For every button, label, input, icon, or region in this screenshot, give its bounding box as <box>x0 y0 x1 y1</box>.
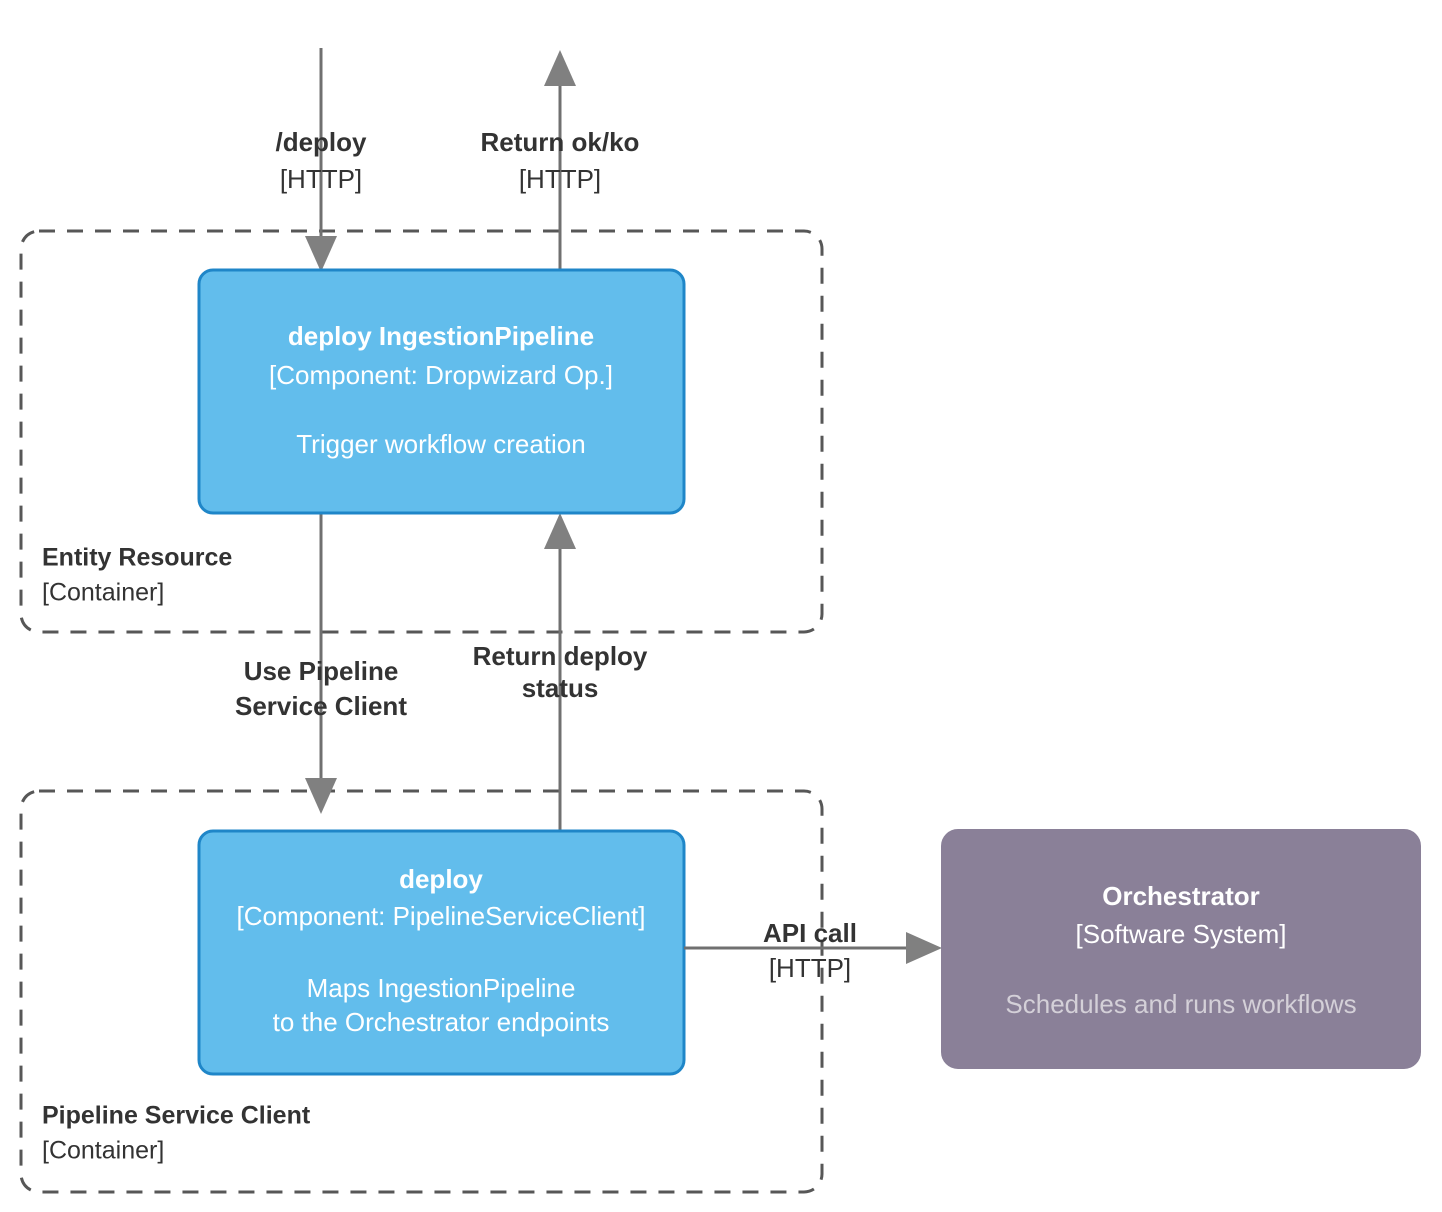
node-deploy[interactable]: deploy [Component: PipelineServiceClient… <box>197 829 686 1076</box>
node-orchestrator-description: Schedules and runs workflows <box>1005 989 1356 1019</box>
edge-api-call-arrowhead <box>906 932 942 964</box>
boundary-entity-resource-outline <box>19 229 824 634</box>
edge-use-pipeline-service-client-arrowhead <box>305 778 337 814</box>
node-orchestrator-type: [Software System] <box>1076 919 1287 949</box>
boundary-pipeline-service-client: Pipeline Service Client [Container] <box>19 789 824 1194</box>
boundary-pipeline-service-client-outline <box>19 789 824 1194</box>
node-deploy-ingestion-pipeline-box[interactable] <box>197 268 686 515</box>
boundary-entity-resource: Entity Resource [Container] <box>19 229 824 634</box>
boundary-entity-resource-type: [Container] <box>42 579 164 607</box>
edge-api-call-technology: [HTTP] <box>769 953 851 983</box>
node-deploy-type: [Component: PipelineServiceClient] <box>237 901 646 931</box>
node-deploy-ingestion-pipeline-type: [Component: Dropwizard Op.] <box>269 360 613 390</box>
edge-use-pipeline-service-client-label-line2: Service Client <box>235 691 407 721</box>
edge-use-pipeline-service-client-label-line1: Use Pipeline <box>244 656 399 686</box>
node-orchestrator-title: Orchestrator <box>1102 881 1260 911</box>
edge-deploy-request-label: /deploy <box>275 127 367 157</box>
edge-deploy-request-technology: [HTTP] <box>280 164 362 194</box>
edge-api-call-label: API call <box>763 918 857 948</box>
boundary-pipeline-service-client-type: [Container] <box>42 1137 164 1165</box>
node-orchestrator[interactable]: Orchestrator [Software System] Schedules… <box>941 829 1421 1069</box>
edge-return-deploy-status-label-line1: Return deploy <box>473 641 648 671</box>
edge-return-deploy-status-label-line2: status <box>522 673 599 703</box>
edge-use-pipeline-service-client: Use Pipeline Service Client <box>235 513 407 814</box>
node-deploy-ingestion-pipeline[interactable]: deploy IngestionPipeline [Component: Dro… <box>197 268 686 515</box>
edge-return-deploy-status-arrowhead <box>544 513 576 549</box>
edge-return-deploy-status: Return deploy status <box>473 513 648 833</box>
edge-return-ok-ko-arrowhead <box>544 50 576 86</box>
edge-deploy-request-arrowhead <box>305 236 337 272</box>
edge-return-ok-ko-technology: [HTTP] <box>519 164 601 194</box>
edge-return-ok-ko-label: Return ok/ko <box>481 127 640 157</box>
node-deploy-description-line2: to the Orchestrator endpoints <box>273 1007 610 1037</box>
boundary-pipeline-service-client-name: Pipeline Service Client <box>42 1102 311 1130</box>
boundary-entity-resource-name: Entity Resource <box>42 544 232 572</box>
node-deploy-box[interactable] <box>197 829 686 1076</box>
edge-deploy-request: /deploy [HTTP] <box>275 48 367 272</box>
node-deploy-ingestion-pipeline-description: Trigger workflow creation <box>296 429 585 459</box>
edge-api-call: API call [HTTP] <box>684 918 942 983</box>
node-deploy-title: deploy <box>399 864 483 894</box>
node-deploy-description-line1: Maps IngestionPipeline <box>307 973 576 1003</box>
node-orchestrator-box[interactable] <box>941 829 1421 1069</box>
node-deploy-ingestion-pipeline-title: deploy IngestionPipeline <box>288 321 594 351</box>
